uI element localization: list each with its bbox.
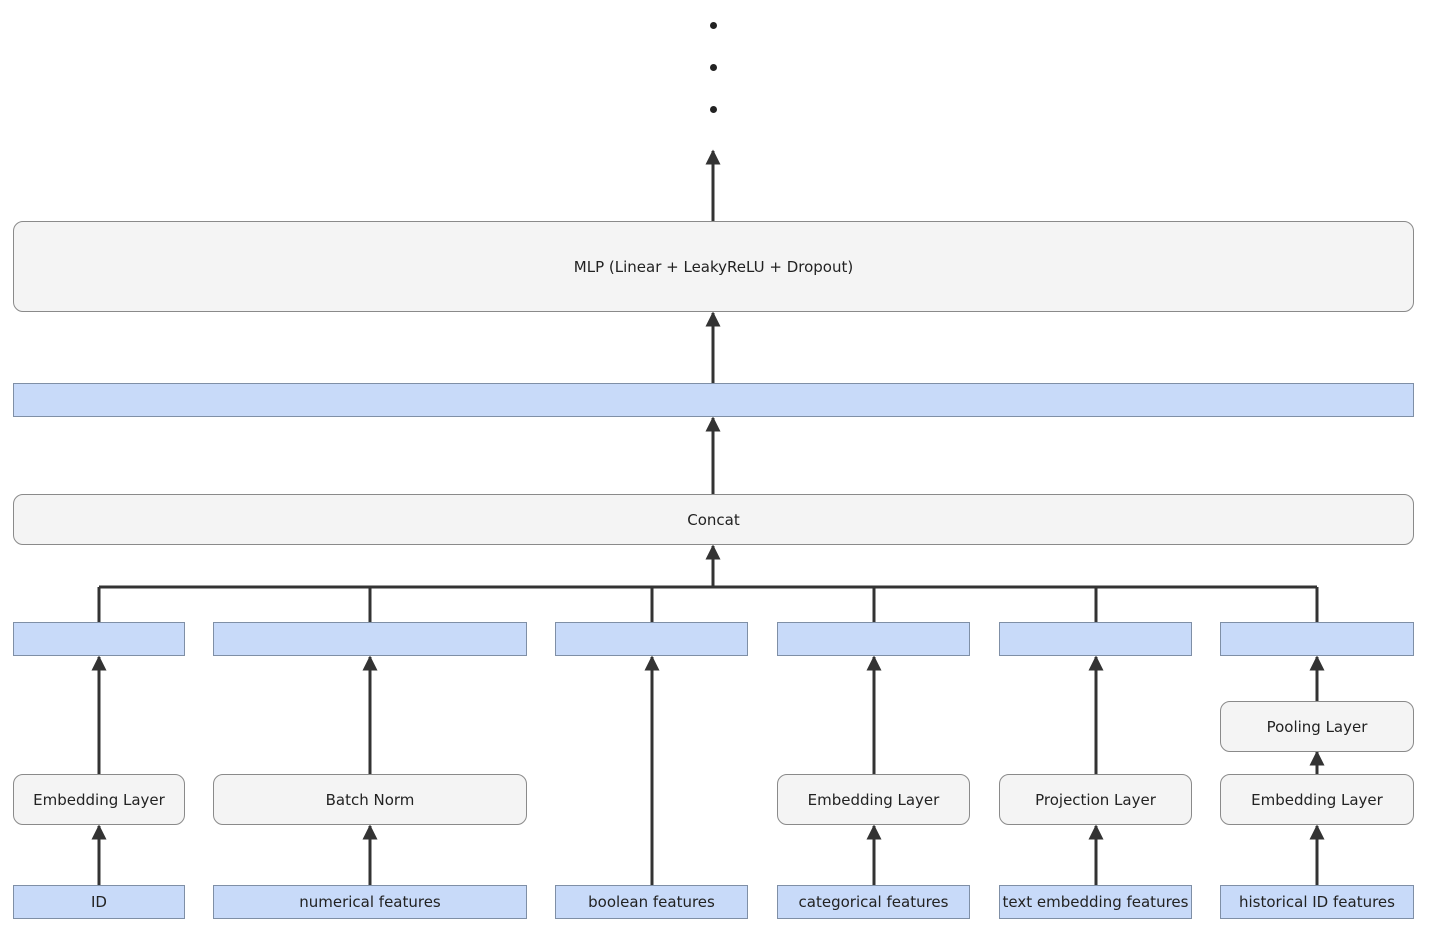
categorical-embedding-layer: Embedding Layer <box>777 774 970 825</box>
continuation-dot <box>710 106 717 113</box>
historical-id-pooling-layer: Pooling Layer <box>1220 701 1414 752</box>
layer-label: Pooling Layer <box>1266 717 1368 736</box>
mlp-block: MLP (Linear + LeakyReLU + Dropout) <box>13 221 1414 312</box>
boolean-feature-output-tensor <box>555 622 748 656</box>
layer-label: Embedding Layer <box>33 790 165 809</box>
id-embedding-layer: Embedding Layer <box>13 774 185 825</box>
historical-id-embedding-layer: Embedding Layer <box>1220 774 1414 825</box>
text-embedding-feature-output-tensor <box>999 622 1192 656</box>
numerical-features-input: numerical features <box>213 885 527 919</box>
text-projection-layer: Projection Layer <box>999 774 1192 825</box>
input-label: historical ID features <box>1239 893 1395 911</box>
text-embedding-features-input: text embedding features <box>999 885 1192 919</box>
concat-label: Concat <box>687 510 740 529</box>
input-label: ID <box>91 893 107 911</box>
input-label: boolean features <box>588 893 715 911</box>
numerical-batch-norm: Batch Norm <box>213 774 527 825</box>
continuation-dot <box>710 64 717 71</box>
historical-id-feature-output-tensor <box>1220 622 1414 656</box>
input-label: categorical features <box>798 893 949 911</box>
boolean-features-input: boolean features <box>555 885 748 919</box>
input-label: numerical features <box>299 893 441 911</box>
concat-block: Concat <box>13 494 1414 545</box>
layer-label: Projection Layer <box>1035 790 1156 809</box>
numerical-feature-output-tensor <box>213 622 527 656</box>
categorical-feature-output-tensor <box>777 622 970 656</box>
id-feature-output-tensor <box>13 622 185 656</box>
layer-label: Batch Norm <box>325 790 415 809</box>
layer-label: Embedding Layer <box>1251 790 1383 809</box>
historical-id-features-input: historical ID features <box>1220 885 1414 919</box>
id-input: ID <box>13 885 185 919</box>
layer-label: Embedding Layer <box>807 790 940 809</box>
input-label: text embedding features <box>1002 893 1189 911</box>
continuation-dot <box>710 22 717 29</box>
concat-output-tensor <box>13 383 1414 417</box>
categorical-features-input: categorical features <box>777 885 970 919</box>
mlp-label: MLP (Linear + LeakyReLU + Dropout) <box>573 257 854 276</box>
